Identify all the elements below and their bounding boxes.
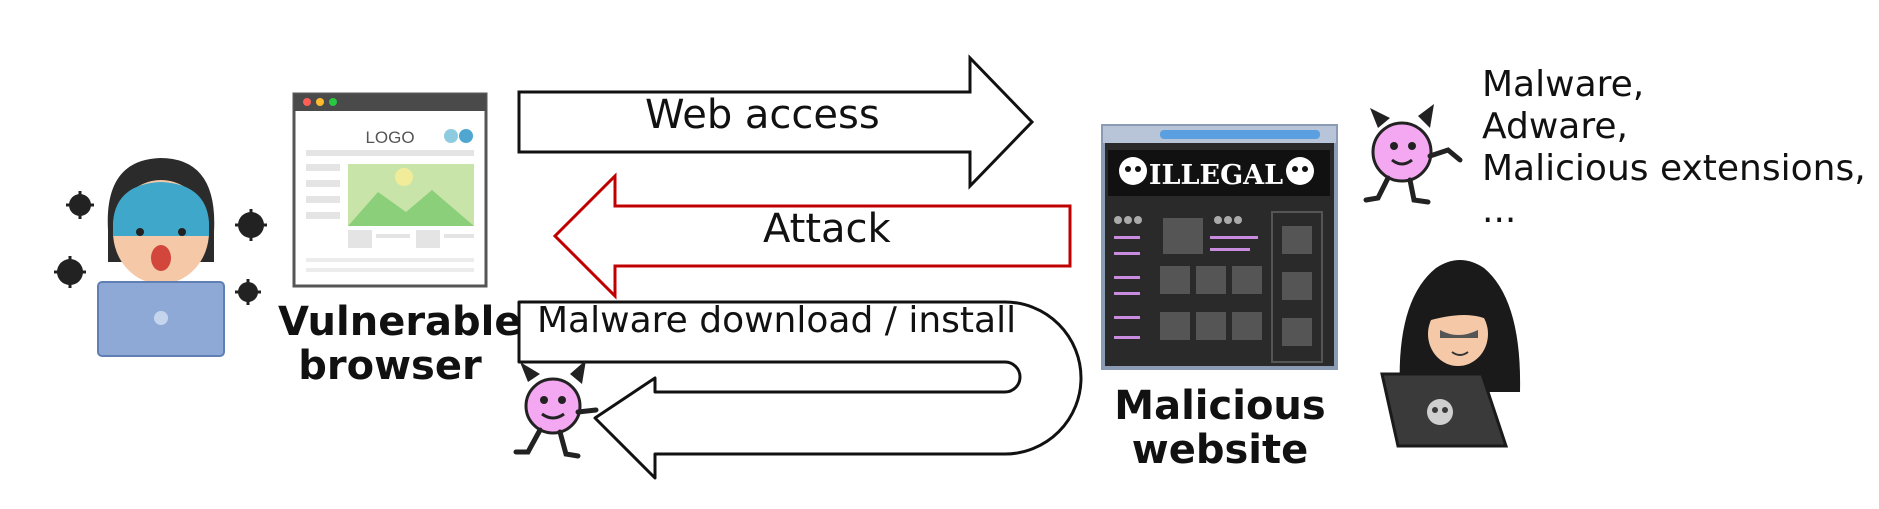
hacker-illustration bbox=[1380, 260, 1521, 448]
malicious-website-window: ILLEGAL bbox=[1101, 124, 1338, 370]
malware-download-arrow bbox=[517, 300, 1083, 480]
payload-item: Malicious extensions, bbox=[1482, 148, 1866, 189]
malicious-website-label: Malicious website bbox=[1100, 384, 1340, 472]
illegal-banner-text: ILLEGAL bbox=[1149, 160, 1283, 191]
malware-download-label: Malware download / install bbox=[537, 300, 1017, 341]
web-access-label: Web access bbox=[645, 92, 880, 138]
vulnerable-browser-label-line2: browser bbox=[298, 343, 482, 389]
vulnerable-browser-label-line1: Vulnerable bbox=[278, 299, 522, 345]
vulnerable-browser-label: Vulnerable browser bbox=[278, 299, 522, 389]
malicious-website-label-line1: Malicious bbox=[1114, 383, 1326, 429]
browser-logo-text: LOGO bbox=[365, 128, 414, 147]
attack-arrow bbox=[552, 172, 1072, 300]
window-close-dot bbox=[303, 98, 311, 106]
payload-item: Adware, bbox=[1482, 106, 1628, 147]
window-minimize-dot bbox=[316, 98, 324, 106]
payload-item: Malware, bbox=[1482, 64, 1645, 105]
malicious-website-label-line2: website bbox=[1131, 427, 1309, 473]
window-maximize-dot bbox=[329, 98, 337, 106]
skull-icon bbox=[1119, 157, 1314, 185]
web-access-arrow bbox=[517, 54, 1035, 190]
devil-icon bbox=[1363, 104, 1463, 205]
vulnerable-browser-window: LOGO bbox=[292, 92, 488, 288]
victim-illustration bbox=[54, 158, 267, 357]
payload-list: Malware, Adware, Malicious extensions, .… bbox=[1482, 64, 1866, 232]
attack-label: Attack bbox=[763, 206, 891, 252]
payload-item: ... bbox=[1482, 190, 1517, 231]
devil-icon bbox=[513, 360, 599, 459]
